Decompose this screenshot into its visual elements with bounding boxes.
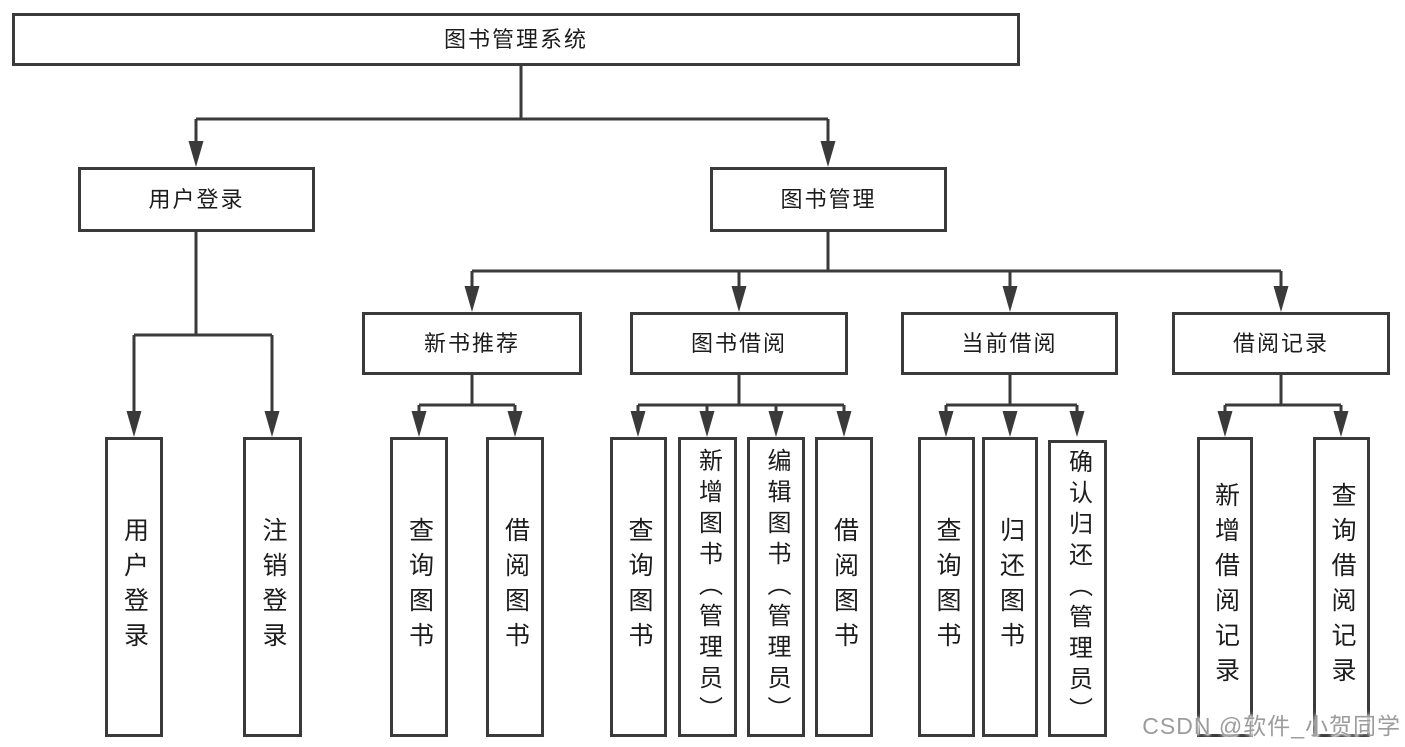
leaf-borrow-books-recommend: 借阅图书 <box>486 437 544 737</box>
node-current-borrow: 当前借阅 <box>901 312 1118 375</box>
leaf-edit-book-admin: 编辑图书（管理员） <box>747 437 805 737</box>
leaf-query-borrow-record: 查询借阅记录 <box>1313 437 1370 737</box>
leaf-query-books-recommend: 查询图书 <box>390 437 448 737</box>
leaf-add-borrow-record: 新增借阅记录 <box>1197 437 1253 737</box>
node-new-book-recommend: 新书推荐 <box>362 312 582 375</box>
leaf-user-login: 用户登录 <box>105 437 163 737</box>
leaf-logout-login: 注销登录 <box>243 437 302 737</box>
leaf-return-book: 归还图书 <box>982 437 1038 737</box>
leaf-query-books-borrow: 查询图书 <box>610 437 667 737</box>
node-borrow-records: 借阅记录 <box>1172 312 1390 375</box>
leaf-add-book-admin: 新增图书（管理员） <box>678 437 737 737</box>
leaf-borrow-books: 借阅图书 <box>815 437 873 737</box>
arrowhead-icons <box>126 141 1349 437</box>
node-book-borrow: 图书借阅 <box>630 312 848 375</box>
tree-edges <box>132 66 1343 415</box>
watermark-text: CSDN @软件_小贺同学 <box>1142 713 1401 739</box>
node-library-management-system: 图书管理系统 <box>12 13 1020 66</box>
leaf-query-books-current: 查询图书 <box>918 437 975 737</box>
leaf-confirm-return-admin: 确认归还（管理员） <box>1048 440 1107 737</box>
node-user-login: 用户登录 <box>78 167 315 232</box>
node-book-management: 图书管理 <box>710 167 947 232</box>
